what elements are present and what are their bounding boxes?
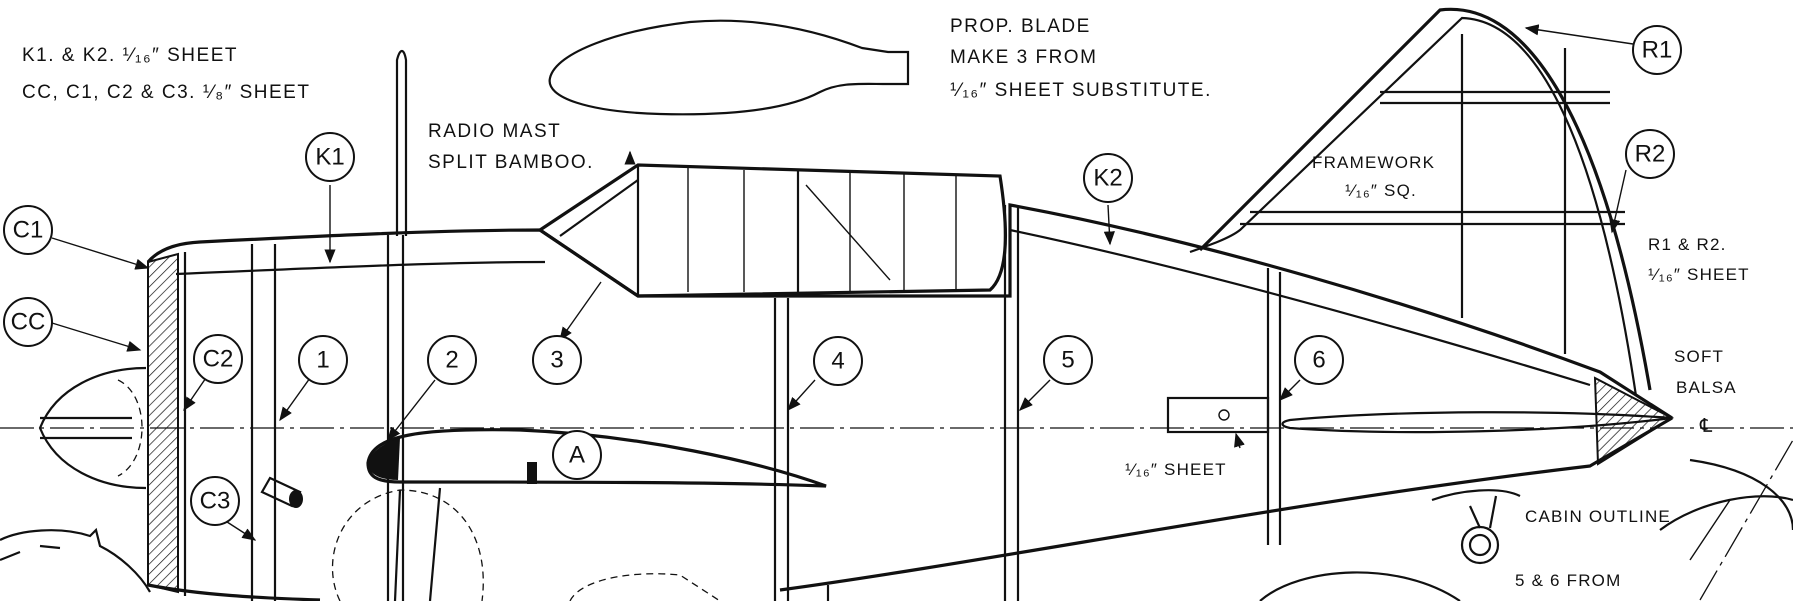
fuselage-top-outline <box>146 203 1673 420</box>
svg-text:CC: CC <box>11 309 46 336</box>
canopy <box>537 163 1008 298</box>
note-radio-line2: SPLIT BAMBOO. <box>428 152 594 173</box>
callout-r2: R2 <box>1625 129 1675 179</box>
note-c-sheet: CC, C1, C2 & C3. ¹⁄₈″ SHEET <box>22 82 310 103</box>
note-r-line1: R1 & R2. <box>1648 235 1727 254</box>
svg-text:C2: C2 <box>203 346 234 373</box>
callout-a: A <box>552 430 602 480</box>
radio-mast <box>395 49 408 236</box>
note-sheet: ¹⁄₁₆″ SHEET <box>1125 460 1227 479</box>
svg-text:4: 4 <box>831 348 844 375</box>
note-prop-line3: ¹⁄₁₆″ SHEET SUBSTITUTE. <box>950 80 1212 101</box>
callout-k2: K2 <box>1083 153 1133 203</box>
nose-block <box>147 252 179 594</box>
callout-k1: K1 <box>305 132 355 182</box>
spinner <box>38 366 147 490</box>
sheet-block <box>1166 396 1270 434</box>
note-k-sheet: K1. & K2. ¹⁄₁₆″ SHEET <box>22 45 238 66</box>
svg-text:K2: K2 <box>1093 165 1122 192</box>
note-cabin-outline: CABIN OUTLINE <box>1525 507 1671 526</box>
formers <box>250 205 1282 601</box>
callout-former-4: 4 <box>813 336 863 386</box>
centerline-symbol: ℄ <box>1699 416 1714 437</box>
note-framework-line1: FRAMEWORK <box>1312 153 1435 172</box>
callout-c2: C2 <box>193 334 243 384</box>
note-balsa: BALSA <box>1676 378 1737 397</box>
prop-blade-outline <box>548 19 910 116</box>
note-prop-line1: PROP. BLADE <box>950 16 1091 37</box>
svg-text:K1: K1 <box>315 144 344 171</box>
dowel <box>260 476 303 508</box>
callout-former-1: 1 <box>298 335 348 385</box>
svg-text:R1: R1 <box>1642 37 1673 64</box>
callout-cc: CC <box>3 297 53 347</box>
note-radio-line1: RADIO MAST <box>428 121 561 142</box>
wing-leading-edge <box>368 438 400 480</box>
svg-text:A: A <box>569 442 585 469</box>
svg-text:5: 5 <box>1061 347 1074 374</box>
svg-text:3: 3 <box>550 347 563 374</box>
leader-arrows <box>51 24 1731 561</box>
callout-c1: C1 <box>3 205 53 255</box>
note-from: 5 & 6 FROM <box>1515 571 1621 590</box>
callout-former-3: 3 <box>532 335 582 385</box>
svg-text:C3: C3 <box>200 488 231 515</box>
note-soft: SOFT <box>1674 347 1724 366</box>
tail-block <box>1593 376 1675 466</box>
callout-former-2: 2 <box>427 335 477 385</box>
note-prop-line2: MAKE 3 FROM <box>950 47 1097 68</box>
callout-former-6: 6 <box>1294 335 1344 385</box>
svg-text:C1: C1 <box>13 217 44 244</box>
callout-former-5: 5 <box>1043 335 1093 385</box>
callout-c3: C3 <box>190 476 240 526</box>
callout-r1: R1 <box>1632 25 1682 75</box>
svg-text:2: 2 <box>445 347 458 374</box>
main-wheel-right <box>1259 571 1461 601</box>
tail-wheel <box>1431 489 1521 565</box>
fin-rudder <box>1189 7 1652 397</box>
svg-text:1: 1 <box>316 347 329 374</box>
note-framework-line2: ¹⁄₁₆″ SQ. <box>1345 181 1417 200</box>
wheel-outline <box>332 489 484 601</box>
note-r-line2: ¹⁄₁₆″ SHEET <box>1648 265 1750 284</box>
main-wheel-left <box>0 527 151 593</box>
wing-root-airfoil <box>366 428 827 488</box>
svg-text:6: 6 <box>1312 347 1325 374</box>
fuselage-bottom-outline <box>147 416 1673 601</box>
svg-text:R2: R2 <box>1635 141 1666 168</box>
